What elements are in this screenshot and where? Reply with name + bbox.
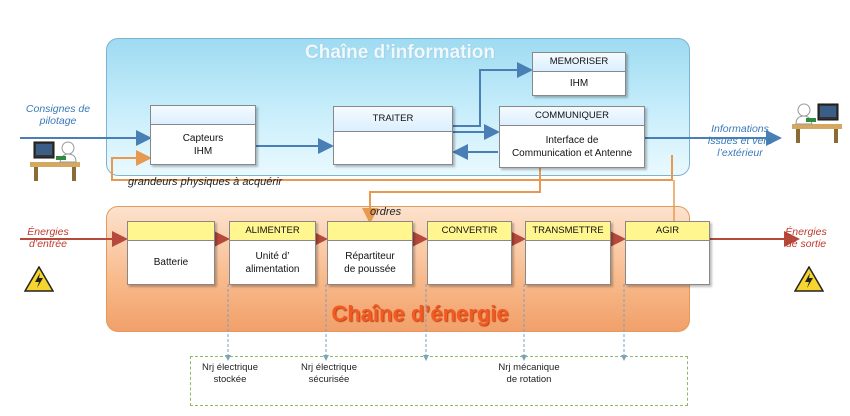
block-transmettre: TRANSMETTRE — [525, 221, 611, 285]
block-distribuer: Répartiteur de poussée — [327, 221, 413, 285]
block-alimenter-header: ALIMENTER — [230, 222, 315, 241]
label-informations-line1: Informations — [711, 123, 769, 135]
arrow-grandeurs-physiques — [111, 150, 673, 181]
label-energies-entree-line2: d’entrée — [29, 238, 67, 250]
label-informations-line2: issues et vers — [707, 135, 773, 147]
block-alimenter: ALIMENTER Unité d’ alimentation — [229, 221, 316, 285]
label-consignes-line1: Consignes de — [25, 103, 91, 115]
high-voltage-warning-icon — [24, 266, 54, 292]
block-acquerir-header — [151, 106, 255, 125]
arrow-traiter-memoriser — [452, 62, 533, 127]
information-chain-title: Chaîne d’information — [305, 42, 495, 63]
block-convertir-header: CONVERTIR — [428, 222, 511, 241]
block-memoriser-header: MEMORISER — [533, 53, 625, 72]
block-memoriser-line1: IHM — [569, 78, 589, 89]
block-distribuer-header — [328, 222, 412, 241]
block-agir-header: AGIR — [626, 222, 709, 241]
note-nrj-stockee-line2: stockée — [213, 374, 247, 385]
block-memoriser: MEMORISER IHM — [532, 52, 626, 96]
block-distribuer-line1: Répartiteur — [345, 250, 395, 262]
block-communiquer-line2: Communication et Antenne — [511, 147, 633, 159]
block-convertir: CONVERTIR — [427, 221, 512, 285]
note-nrj-mecanique-line1: Nrj mécanique — [498, 362, 560, 373]
block-traiter: TRAITER — [333, 106, 453, 165]
label-energies-sortie: Énergies de sortie — [766, 226, 846, 250]
user-at-computer-icon — [792, 103, 842, 143]
note-nrj-securisee: Nrj électrique sécurisée — [288, 362, 370, 386]
label-informations: Informations issues et vers l’extérieur — [690, 123, 790, 159]
note-nrj-mecanique-line2: de rotation — [506, 374, 552, 385]
block-communiquer: COMMUNIQUER Interface de Communication e… — [499, 106, 645, 168]
block-acquerir-line2: IHM — [193, 145, 213, 157]
arrow-ordres — [362, 150, 541, 224]
block-agir: AGIR — [625, 221, 710, 285]
label-informations-line3: l’extérieur — [717, 147, 763, 159]
block-acquerir-line1: Capteurs — [182, 132, 224, 144]
note-nrj-mecanique: Nrj mécanique de rotation — [488, 362, 570, 386]
block-batterie: Batterie — [127, 221, 215, 285]
label-grandeurs-physiques: grandeurs physiques à acquérir — [128, 176, 283, 188]
energy-notes-box — [190, 356, 688, 406]
label-consignes: Consignes de pilotage — [8, 103, 108, 127]
block-transmettre-header: TRANSMETTRE — [526, 222, 610, 241]
block-alimenter-line2: alimentation — [245, 263, 300, 275]
note-nrj-securisee-line2: sécurisée — [308, 374, 350, 385]
block-communiquer-line1: Interface de — [545, 134, 599, 146]
note-nrj-stockee-line1: Nrj électrique — [202, 362, 258, 373]
block-batterie-line1: Batterie — [153, 257, 189, 268]
block-distribuer-line2: de poussée — [344, 263, 396, 275]
block-acquerir: Capteurs IHM — [150, 105, 256, 165]
energy-chain-title: Chaîne d’énergie — [331, 301, 509, 326]
note-nrj-securisee-line1: Nrj électrique — [301, 362, 357, 373]
label-energies-sortie-line1: Énergies — [785, 226, 827, 238]
block-alimenter-line1: Unité d’ — [255, 250, 290, 262]
label-energies-entree-line1: Énergies — [27, 226, 69, 238]
note-nrj-stockee: Nrj électrique stockée — [190, 362, 270, 386]
label-consignes-line2: pilotage — [39, 115, 77, 127]
user-at-computer-icon — [30, 141, 80, 181]
block-communiquer-header: COMMUNIQUER — [500, 107, 644, 126]
label-energies-entree: Énergies d’entrée — [8, 226, 88, 250]
block-traiter-header: TRAITER — [334, 107, 452, 132]
label-ordres: ordres — [370, 206, 402, 218]
block-batterie-header — [128, 222, 214, 241]
label-energies-sortie-line2: de sortie — [785, 238, 827, 250]
high-voltage-warning-icon — [794, 266, 824, 292]
